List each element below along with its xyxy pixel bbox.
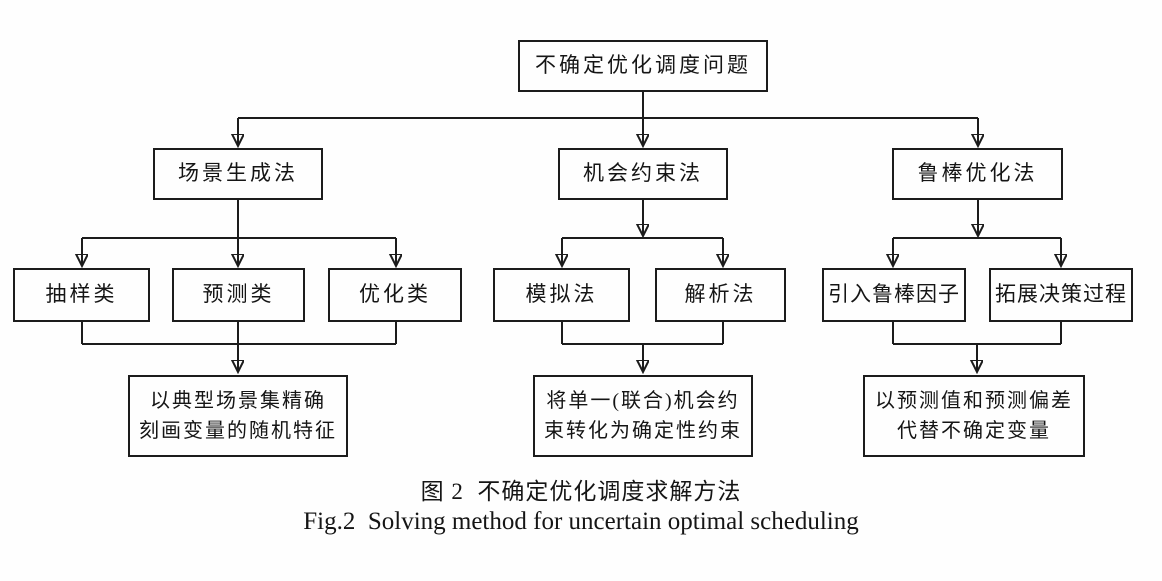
- summary-line: 以预测值和预测偏差: [875, 390, 1073, 412]
- summary-line: 以典型场景集精确: [150, 390, 326, 412]
- node-decision-process: 拓展决策过程: [989, 268, 1133, 322]
- node-prediction-class: 预测类: [172, 268, 305, 322]
- node-scenario-generation: 场景生成法: [153, 148, 323, 200]
- node-analytical-method: 解析法: [655, 268, 786, 322]
- summary-line: 代替不确定变量: [897, 420, 1051, 442]
- node-robust-optimization: 鲁棒优化法: [892, 148, 1063, 200]
- summary-line: 束转化为确定性约束: [544, 420, 742, 442]
- summary-line: 刻画变量的随机特征: [139, 420, 337, 442]
- node-optimization-class: 优化类: [328, 268, 462, 322]
- node-simulation-method: 模拟法: [493, 268, 630, 322]
- node-robust-factor: 引入鲁棒因子: [822, 268, 966, 322]
- summary-chance-constraint: 将单一(联合)机会约 束转化为确定性约束: [533, 375, 753, 457]
- node-root: 不确定优化调度问题: [518, 40, 768, 92]
- summary-robust-optimization: 以预测值和预测偏差 代替不确定变量: [863, 375, 1085, 457]
- summary-scenario-generation: 以典型场景集精确 刻画变量的随机特征: [128, 375, 348, 457]
- node-chance-constraint: 机会约束法: [558, 148, 728, 200]
- figure-caption-en: Fig.2 Solving method for uncertain optim…: [303, 508, 859, 535]
- summary-line: 将单一(联合)机会约: [546, 390, 740, 412]
- figure-caption-zh: 图 2 不确定优化调度求解方法: [420, 479, 742, 504]
- node-sampling-class: 抽样类: [13, 268, 150, 322]
